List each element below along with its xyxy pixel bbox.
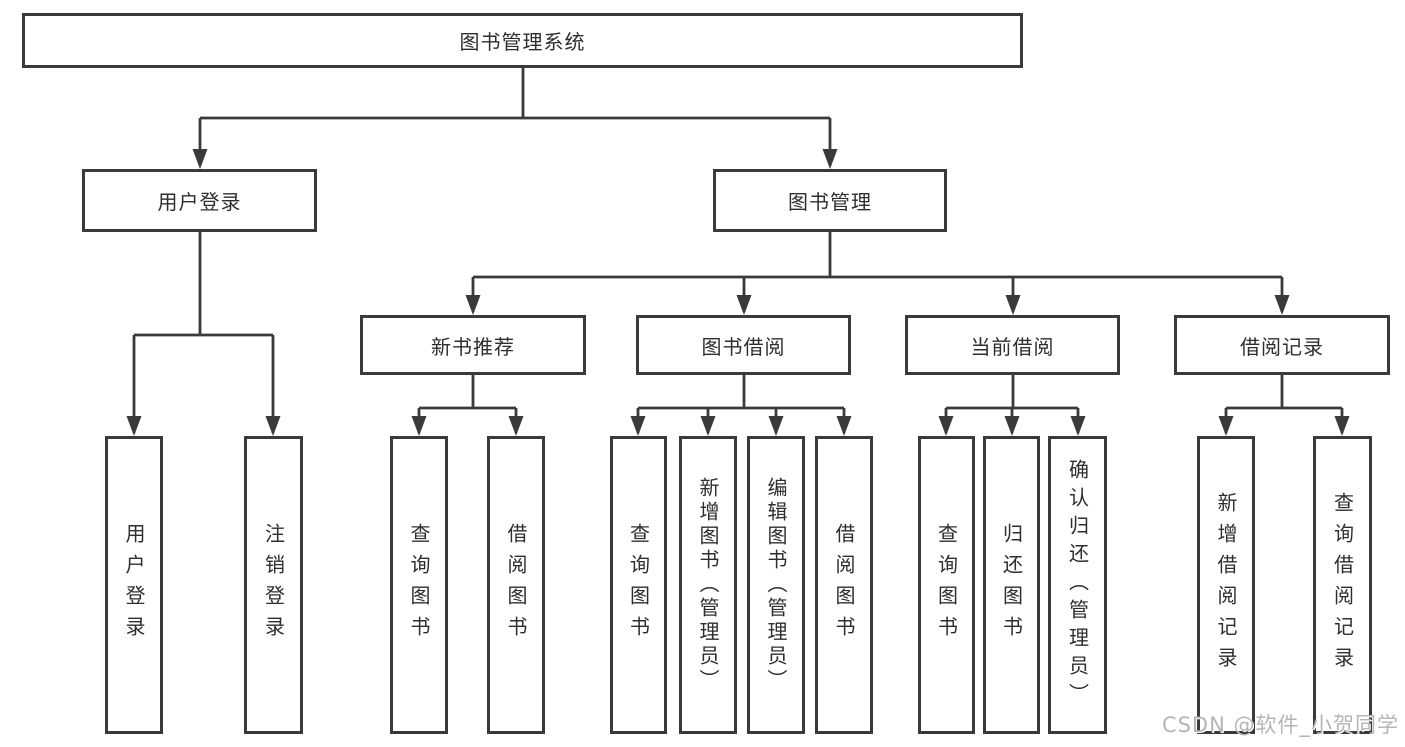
node-user-login: 用户登录 [82,169,317,232]
leaf-confirm-return-admin-label: 确认归还（管理员） [1065,459,1090,711]
leaf-query-books-2-label: 查询图书 [626,523,651,647]
node-book-management-label: 图书管理 [788,190,872,214]
leaf-add-borrow-record: 新增借阅记录 [1197,436,1255,734]
connector-book-borrowing-children [630,375,852,436]
leaf-edit-book-admin: 编辑图书（管理员） [747,436,805,734]
connector-book-management-children [465,232,1290,315]
node-library-management-system-label: 图书管理系统 [459,30,586,54]
leaf-query-borrow-record: 查询借阅记录 [1313,436,1372,734]
leaf-user-login: 用户登录 [105,436,163,734]
leaf-query-books-1-label: 查询图书 [407,523,431,647]
connector-user-login-children [126,232,281,436]
leaf-borrow-books-2-label: 借阅图书 [832,523,856,647]
node-user-login-label: 用户登录 [157,190,242,214]
leaf-confirm-return-admin: 确认归还（管理员） [1048,436,1107,734]
leaf-return-books: 归还图书 [983,436,1040,734]
connector-borrowing-records-children [1218,375,1350,436]
leaf-query-books-2: 查询图书 [610,436,667,734]
leaf-borrow-books-1: 借阅图书 [487,436,545,734]
node-library-management-system: 图书管理系统 [22,13,1023,68]
leaf-borrow-books-1-label: 借阅图书 [504,523,528,647]
leaf-query-borrow-record-label: 查询借阅记录 [1330,492,1355,678]
leaf-add-book-admin-label: 新增图书（管理员） [696,477,720,693]
leaf-query-books-3: 查询图书 [918,436,975,734]
leaf-edit-book-admin-label: 编辑图书（管理员） [764,477,788,693]
connector-root-to-level2 [192,68,838,169]
node-new-book-recommendation-label: 新书推荐 [431,334,515,359]
node-current-borrowing: 当前借阅 [905,315,1120,375]
leaf-return-books-label: 归还图书 [999,523,1024,647]
leaf-query-books-3-label: 查询图书 [934,523,959,647]
node-book-borrowing-label: 图书借阅 [701,334,786,359]
connector-new-book-recommendation-children [411,375,524,436]
node-current-borrowing-label: 当前借阅 [970,334,1055,359]
leaf-add-book-admin: 新增图书（管理员） [679,436,737,734]
node-new-book-recommendation: 新书推荐 [360,315,586,375]
leaf-logout: 注销登录 [244,436,303,734]
node-book-management: 图书管理 [713,169,947,232]
leaf-add-borrow-record-label: 新增借阅记录 [1214,492,1238,678]
leaf-query-books-1: 查询图书 [390,436,448,734]
leaf-logout-label: 注销登录 [261,523,286,647]
leaf-user-login-label: 用户登录 [122,523,146,647]
watermark: CSDN @软件_小贺同学 [1161,713,1399,737]
node-book-borrowing: 图书借阅 [636,315,851,375]
node-borrowing-records-label: 借阅记录 [1240,334,1324,359]
leaf-borrow-books-2: 借阅图书 [815,436,873,734]
connector-current-borrowing-children [938,375,1086,436]
node-borrowing-records: 借阅记录 [1174,315,1390,375]
